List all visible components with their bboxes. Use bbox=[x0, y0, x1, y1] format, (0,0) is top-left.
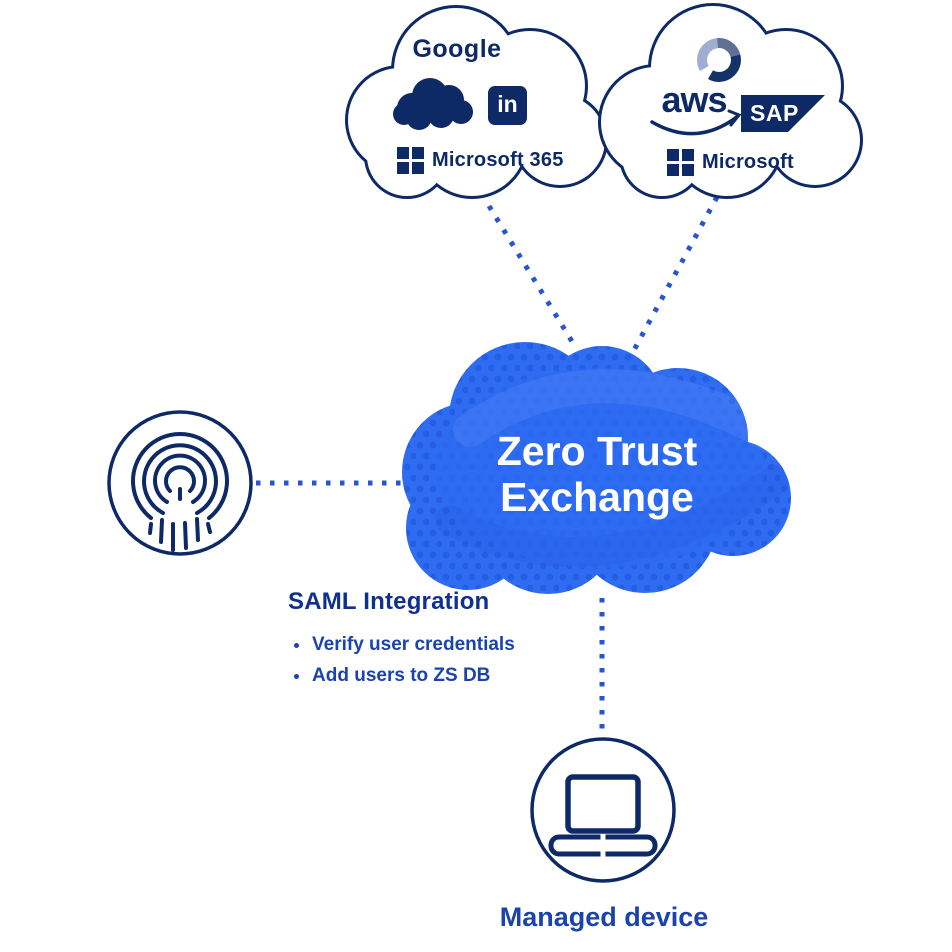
saml-bullet: Verify user credentials bbox=[288, 634, 515, 656]
microsoft-squares-icon bbox=[397, 147, 424, 174]
saml-integration-title: SAML Integration bbox=[288, 588, 490, 615]
salesforce-logo bbox=[393, 78, 473, 130]
saml-bullet-list: Verify user credentials Add users to ZS … bbox=[288, 634, 515, 687]
microsoft-label: Microsoft bbox=[702, 151, 794, 173]
saml-bullet-label: Add users to ZS DB bbox=[312, 665, 491, 686]
connector-idp-cloud bbox=[486, 204, 579, 350]
bullet-dot-icon bbox=[294, 673, 299, 679]
connector-app-cloud bbox=[631, 195, 720, 352]
saml-bullet-label: Verify user credentials bbox=[312, 634, 515, 655]
linkedin-icon: in bbox=[488, 86, 527, 125]
saml-integration-block: SAML Integration Verify user credentials… bbox=[288, 588, 515, 687]
aws-logo: aws bbox=[661, 79, 727, 120]
saml-bullet: Add users to ZS DB bbox=[288, 665, 515, 687]
zero-trust-line1: Zero Trust bbox=[496, 428, 698, 474]
zero-trust-exchange-title: Zero Trust Exchange bbox=[387, 428, 807, 520]
connectors bbox=[256, 195, 720, 736]
linkedin-label: in bbox=[497, 91, 518, 117]
microsoft-squares-icon bbox=[667, 149, 694, 176]
google-logo: Google bbox=[412, 35, 502, 63]
fingerprint-icon bbox=[107, 410, 253, 556]
zero-trust-line2: Exchange bbox=[500, 474, 694, 520]
microsoft-365-logo: Microsoft 365 bbox=[397, 147, 564, 174]
managed-device-label: Managed device bbox=[499, 902, 709, 932]
aws-smile-icon bbox=[650, 109, 742, 136]
sap-label: SAP bbox=[750, 100, 799, 126]
microsoft-logo: Microsoft bbox=[667, 149, 794, 176]
microsoft-365-label: Microsoft 365 bbox=[432, 149, 564, 171]
sphere-logo bbox=[697, 38, 741, 82]
bullet-dot-icon bbox=[294, 642, 299, 648]
laptop-icon bbox=[530, 737, 676, 883]
